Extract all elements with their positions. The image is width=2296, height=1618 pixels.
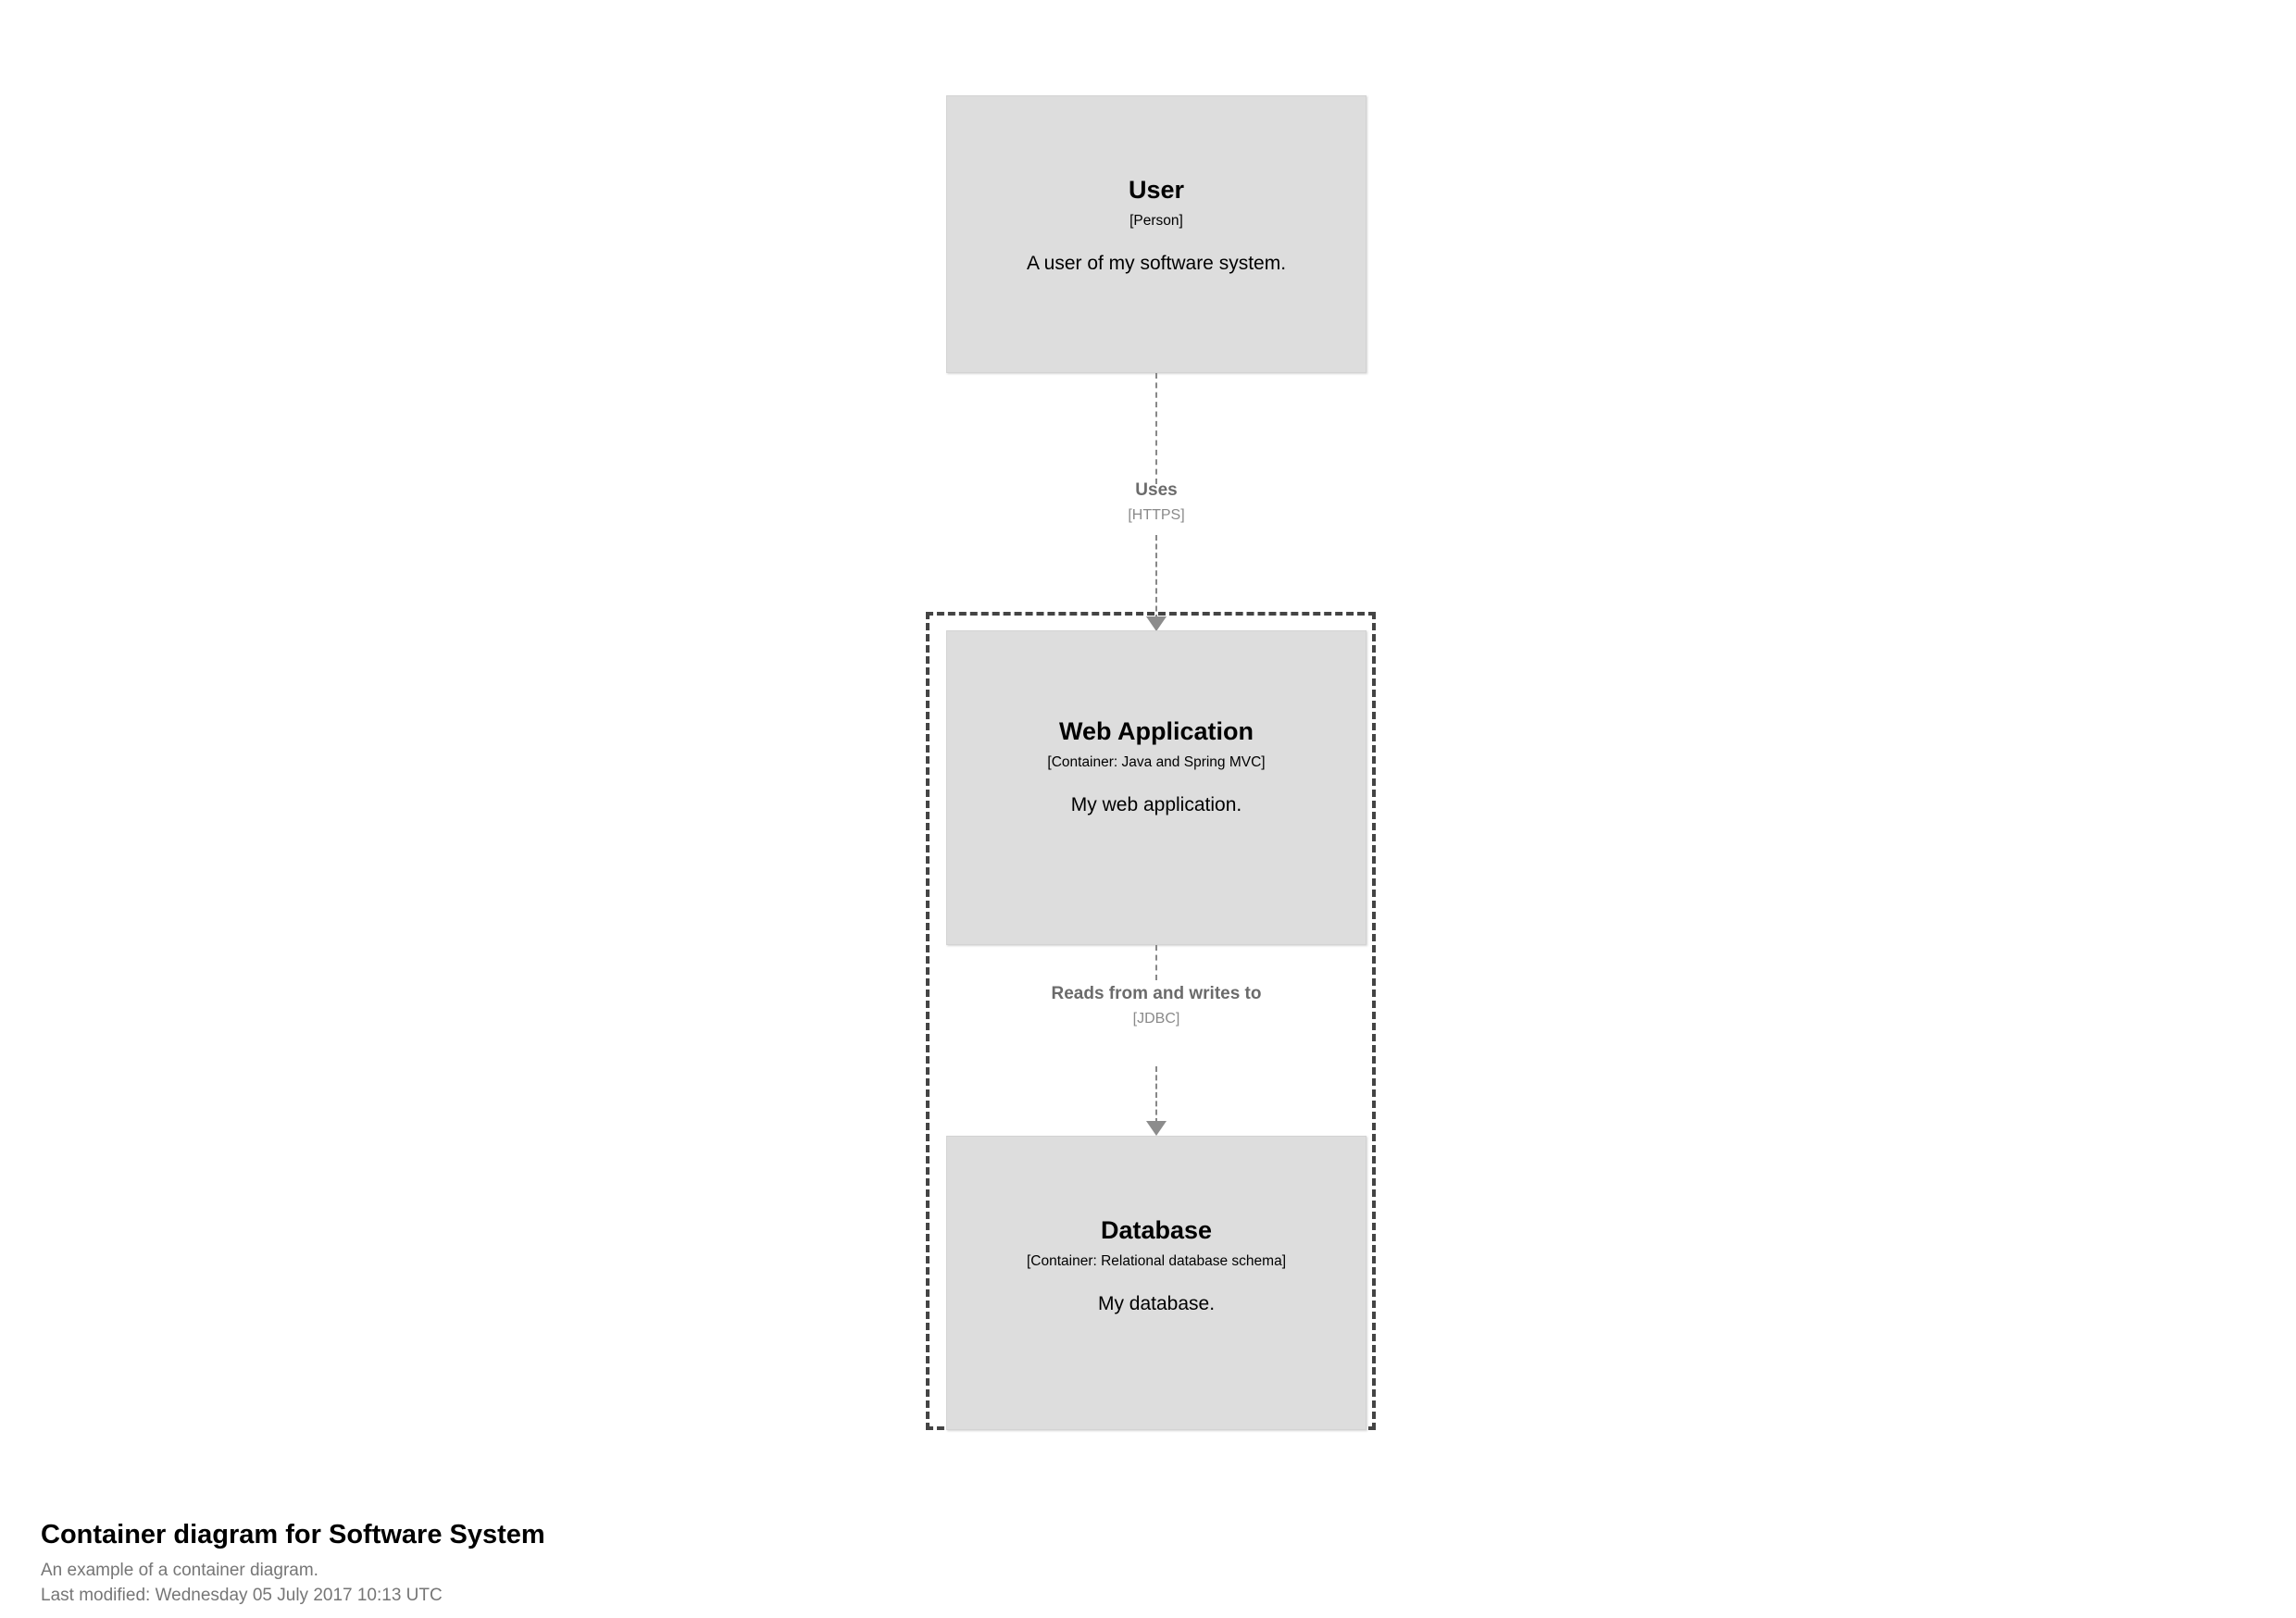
- element-description-web-application: My web application.: [1070, 794, 1242, 816]
- relationship-line-reads-writes-upper: [1155, 945, 1157, 980]
- element-box-user[interactable]: User [Person] A user of my software syst…: [946, 95, 1366, 373]
- caption-description: An example of a container diagram.: [41, 1560, 318, 1580]
- element-technology-web-application: [Container: Java and Spring MVC]: [1047, 753, 1266, 770]
- arrowhead-icon-uses: [1146, 616, 1167, 631]
- relationship-line-uses-upper: [1155, 373, 1157, 484]
- diagram-caption: Container diagram for Software System An…: [41, 1519, 1337, 1609]
- relationship-description-uses: Uses: [1135, 480, 1178, 500]
- element-name-web-application: Web Application: [1058, 717, 1254, 745]
- element-box-database[interactable]: Database [Container: Relational database…: [946, 1136, 1366, 1430]
- caption-title: Container diagram for Software System: [41, 1520, 545, 1550]
- caption-last-modified: Last modified: Wednesday 05 July 2017 10…: [41, 1586, 443, 1606]
- relationship-line-reads-writes-lower: [1155, 1066, 1157, 1124]
- arrowhead-icon-reads-writes: [1146, 1121, 1167, 1136]
- relationship-label-reads-writes: Reads from and writes to [JDBC]: [999, 983, 1314, 1027]
- element-technology-user: [Person]: [1129, 212, 1183, 229]
- element-name-database: Database: [1100, 1216, 1213, 1244]
- element-box-web-application[interactable]: Web Application [Container: Java and Spr…: [946, 630, 1366, 945]
- relationship-label-uses: Uses [HTTPS]: [999, 479, 1314, 524]
- element-name-user: User: [1128, 176, 1185, 204]
- relationship-technology-uses: [HTTPS]: [1128, 507, 1185, 524]
- relationship-technology-reads-writes: [JDBC]: [1132, 1011, 1180, 1027]
- element-description-user: A user of my software system.: [1026, 253, 1287, 275]
- relationship-line-uses-lower: [1155, 535, 1157, 620]
- element-technology-database: [Container: Relational database schema]: [1026, 1252, 1287, 1269]
- relationship-description-reads-writes: Reads from and writes to: [1051, 984, 1262, 1003]
- element-description-database: My database.: [1097, 1293, 1216, 1315]
